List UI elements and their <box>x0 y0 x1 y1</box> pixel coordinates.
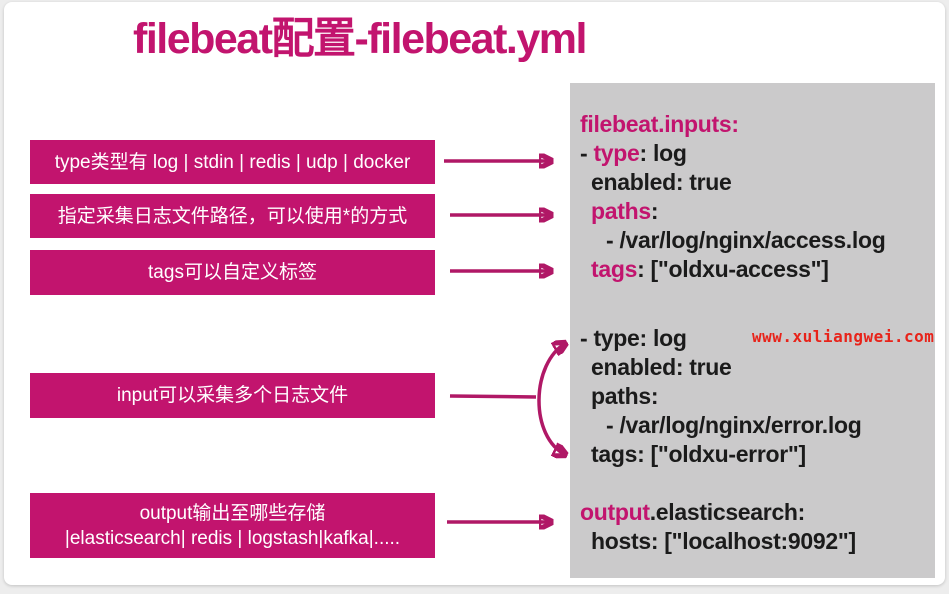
label-box-paths: 指定采集日志文件路径，可以使用*的方式 <box>30 194 435 238</box>
code-line: paths: <box>580 197 930 226</box>
label-box-output-text-line2: |elasticsearch| redis | logstash|kafka|.… <box>64 527 401 549</box>
code-line: - /var/log/nginx/error.log <box>580 411 930 440</box>
code-keyword: filebeat.inputs: <box>580 111 739 137</box>
label-box-input: input可以采集多个日志文件 <box>30 373 435 418</box>
code-line: tags: ["oldxu-error"] <box>580 440 930 469</box>
code-line: - type: log <box>580 139 930 168</box>
watermark: www.xuliangwei.com <box>752 327 935 346</box>
code-panel <box>570 83 935 578</box>
code-line: - type: log <box>580 324 930 353</box>
code-line: - /var/log/nginx/access.log <box>580 226 930 255</box>
code-text: - <box>580 140 594 166</box>
code-text: enabled: true <box>591 354 732 380</box>
code-block: - type: log enabled: true paths: - /var/log… <box>580 324 930 469</box>
label-box-input-text: input可以采集多个日志文件 <box>116 385 349 406</box>
code-keyword: output <box>580 499 650 525</box>
code-line: hosts: ["localhost:9092"] <box>580 527 930 556</box>
label-box-output: output输出至哪些存储 |elasticsearch| redis | lo… <box>30 493 435 558</box>
label-box-tags: tags可以自定义标签 <box>30 250 435 295</box>
code-text: .elasticsearch: <box>649 499 806 525</box>
code-text: - /var/log/nginx/access.log <box>606 227 886 253</box>
label-box-type-text: type类型有 log | stdin | redis | udp | dock… <box>54 151 411 173</box>
code-line: output.elasticsearch: <box>580 498 930 527</box>
code-keyword: type <box>593 140 640 166</box>
label-box-paths-text: 指定采集日志文件路径，可以使用*的方式 <box>57 205 408 227</box>
code-text: : <box>650 198 659 224</box>
label-box-type: type类型有 log | stdin | redis | udp | dock… <box>30 140 435 184</box>
arrow-input-line <box>449 394 537 399</box>
code-text: : log <box>639 140 687 166</box>
code-keyword: tags <box>591 256 638 282</box>
code-text: : ["oldxu-access"] <box>637 256 829 282</box>
code-line: enabled: true <box>580 353 930 382</box>
code-block: output.elasticsearch:hosts: ["localhost:… <box>580 498 930 556</box>
label-box-tags-text: tags可以自定义标签 <box>148 262 317 283</box>
code-line: tags: ["oldxu-access"] <box>580 255 930 284</box>
label-box-output-text-line1: output输出至哪些存储 <box>139 502 326 524</box>
arrow-input-curve <box>537 343 566 455</box>
code-line: enabled: true <box>580 168 930 197</box>
code-text: tags: ["oldxu-error"] <box>591 441 806 467</box>
code-text: enabled: true <box>591 169 732 195</box>
code-line: filebeat.inputs: <box>580 110 930 139</box>
code-text: - /var/log/nginx/error.log <box>606 412 862 438</box>
code-line: paths: <box>580 382 930 411</box>
code-text: paths: <box>591 383 659 409</box>
page-title: filebeat配置-filebeat.yml <box>133 15 587 63</box>
code-text: - type: log <box>580 325 687 351</box>
code-text: hosts: ["localhost:9092"] <box>591 528 856 554</box>
code-keyword: paths <box>591 198 651 224</box>
